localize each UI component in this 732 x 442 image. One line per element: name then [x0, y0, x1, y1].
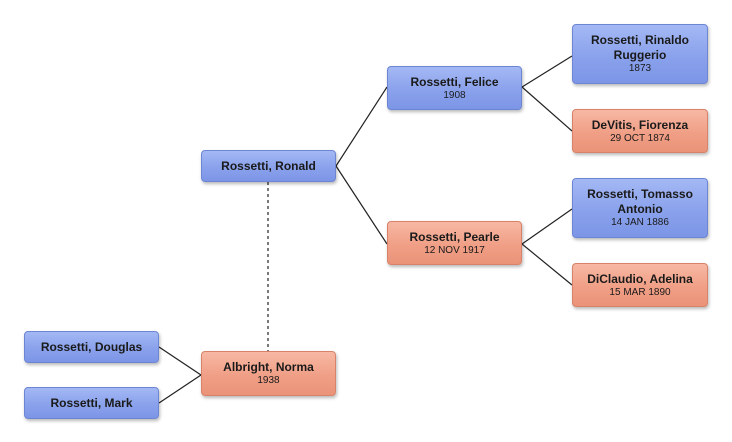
person-mark[interactable]: Rossetti, Mark: [24, 387, 159, 419]
line-pearle-adelina: [521, 243, 573, 286]
person-name: Rossetti, Rinaldo Ruggerio: [590, 33, 689, 62]
person-tomasso[interactable]: Rossetti, Tomasso Antonio 14 JAN 1886: [572, 178, 708, 238]
line-pearle-tomasso: [521, 208, 573, 245]
person-douglas[interactable]: Rossetti, Douglas: [24, 331, 159, 363]
line-felice-rinaldo: [521, 55, 573, 88]
person-name: Rossetti, Pearle: [409, 229, 500, 244]
person-name: Rossetti, Ronald: [221, 158, 316, 173]
person-pearle[interactable]: Rossetti, Pearle 12 NOV 1917: [387, 221, 522, 265]
person-date: 1938: [257, 375, 280, 386]
line-ronald-felice: [335, 86, 388, 167]
person-name: Rossetti, Tomasso Antonio: [587, 187, 693, 216]
line-felice-fiorenza: [521, 86, 573, 132]
person-name: Rossetti, Felice: [410, 74, 499, 89]
person-name: DeVitis, Fiorenza: [591, 117, 689, 132]
person-date: 14 JAN 1886: [611, 217, 669, 228]
person-date: 1873: [628, 63, 652, 74]
person-name: Rossetti, Douglas: [40, 339, 143, 354]
person-date: 15 MAR 1890: [609, 286, 671, 298]
person-date: 12 NOV 1917: [424, 244, 485, 256]
person-name: DiClaudio, Adelina: [587, 271, 693, 286]
person-name: Rossetti, Mark: [50, 395, 133, 410]
person-date: 1908: [443, 89, 466, 101]
line-ronald-pearle: [335, 165, 388, 245]
person-date: 29 OCT 1874: [610, 132, 670, 144]
line-mark-norma: [158, 374, 202, 404]
person-ronald[interactable]: Rossetti, Ronald: [201, 150, 336, 182]
person-fiorenza[interactable]: DeVitis, Fiorenza 29 OCT 1874: [572, 109, 708, 153]
person-felice[interactable]: Rossetti, Felice 1908: [387, 66, 522, 110]
person-name: Albright, Norma: [223, 360, 314, 374]
line-douglas-norma: [158, 346, 202, 376]
person-adelina[interactable]: DiClaudio, Adelina 15 MAR 1890: [572, 263, 708, 307]
person-norma[interactable]: Albright, Norma 1938: [201, 351, 336, 396]
person-rinaldo[interactable]: Rossetti, Rinaldo Ruggerio 1873: [572, 24, 708, 84]
